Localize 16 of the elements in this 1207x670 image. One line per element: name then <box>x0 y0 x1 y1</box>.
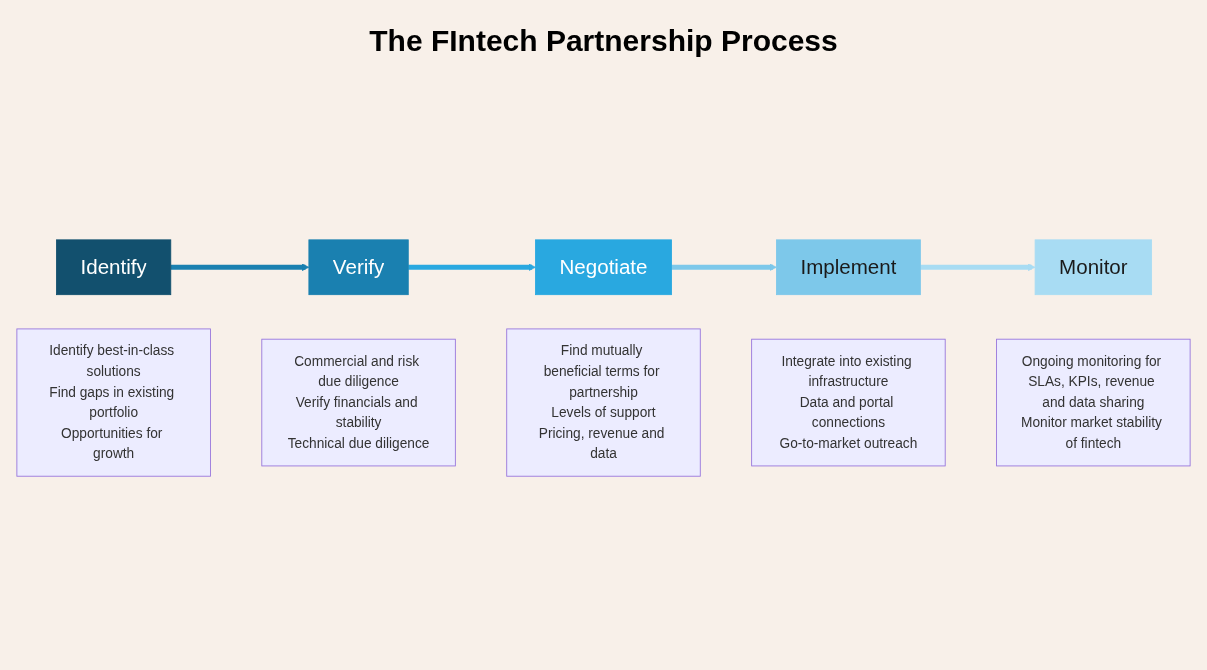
diagram-title: The FIntech Partnership Process <box>368 24 839 58</box>
arrow <box>920 263 1036 271</box>
arrow <box>408 263 536 271</box>
node-box <box>996 338 1191 467</box>
node-box <box>308 239 409 296</box>
node-box <box>506 328 701 477</box>
arrow <box>170 263 310 271</box>
node-box <box>535 239 672 296</box>
node-box <box>1034 239 1153 296</box>
node-box <box>776 239 921 296</box>
node-box <box>261 338 456 467</box>
node-box <box>56 239 172 296</box>
node-box <box>16 328 211 477</box>
arrow <box>671 263 777 271</box>
flowchart: Identify Verify Negotiate Implement Monitor Identify best-in-class solutions Find gaps in existing portfolio Opportunities for growth Commercial and risk due diligence Verify financials and stability Technical due diligence Find mutually beneficial terms for partnership Levels of support Pricing, revenue and data Integrate into existing infrastructure Data and portal connections Go-to-market outreach Ongoing monitoring for SLAs, KPIs, revenue and data sharing Monitor market stability of fintech <box>10 232 1197 484</box>
node-box <box>751 338 946 467</box>
